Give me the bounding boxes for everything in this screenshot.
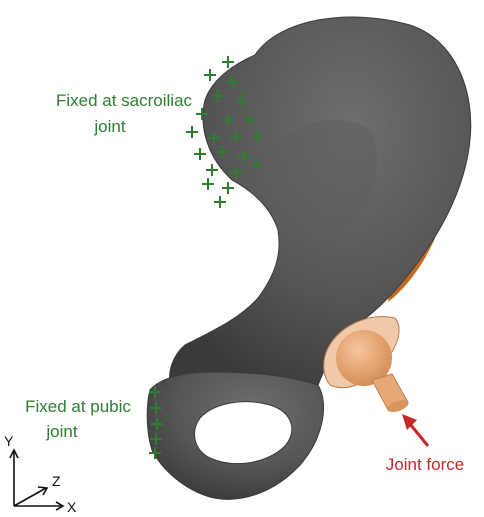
axis-z-label: Z: [52, 473, 61, 489]
sacroiliac-label-line1: Fixed at sacroiliac: [56, 91, 193, 110]
femoral-head: [336, 330, 392, 386]
pubic-fixation-markers: [149, 386, 163, 459]
sacroiliac-fixation-marker: [236, 94, 248, 106]
coordinate-axes: [9, 448, 65, 511]
pubic-label-line2: joint: [45, 422, 77, 441]
sacroiliac-fixation-marker: [196, 108, 208, 120]
sacroiliac-fixation-marker: [202, 178, 214, 190]
pubic-label-line1: Fixed at pubic: [25, 397, 131, 416]
sacroiliac-fixation-marker: [238, 150, 250, 162]
pubic-fixation-marker: [150, 433, 162, 445]
sacroiliac-fixation-marker: [222, 182, 234, 194]
sacroiliac-fixation-marker: [214, 196, 226, 208]
sacroiliac-fixation-marker: [212, 90, 224, 102]
axis-y-label: Y: [4, 433, 14, 449]
sacroiliac-fixation-marker: [244, 114, 256, 126]
sacroiliac-fixation-marker: [230, 166, 242, 178]
sacroiliac-fixation-markers: [186, 56, 264, 208]
sacroiliac-fixation-marker: [186, 126, 198, 138]
sacroiliac-fixation-marker: [222, 114, 234, 126]
sacroiliac-fixation-marker: [204, 69, 216, 81]
pubic-fixation-marker: [151, 418, 163, 430]
femoral-neck-end: [387, 399, 409, 413]
obturator-foramen: [194, 401, 293, 465]
sacroiliac-fixation-marker: [252, 130, 264, 142]
sacroiliac-fixation-marker: [208, 132, 220, 144]
sacroiliac-fixation-marker: [206, 164, 218, 176]
joint-force-label: Joint force: [386, 455, 464, 474]
sacroiliac-fixation-marker: [226, 76, 238, 88]
axis-x-label: X: [67, 499, 77, 515]
sacroiliac-fixation-marker: [222, 56, 234, 68]
sacroiliac-fixation-marker: [250, 158, 262, 170]
sacroiliac-fixation-marker: [216, 146, 228, 158]
sacroiliac-label-line2: joint: [93, 117, 125, 136]
joint-force-arrow: [402, 414, 430, 447]
pubic-fixation-marker: [150, 402, 162, 414]
sacroiliac-fixation-marker: [194, 148, 206, 160]
iliac-fossa-shade: [270, 119, 378, 231]
pubic-fixation-marker: [149, 447, 161, 459]
sacroiliac-fixation-marker: [230, 132, 242, 144]
pubic-fixation-marker: [149, 386, 161, 398]
